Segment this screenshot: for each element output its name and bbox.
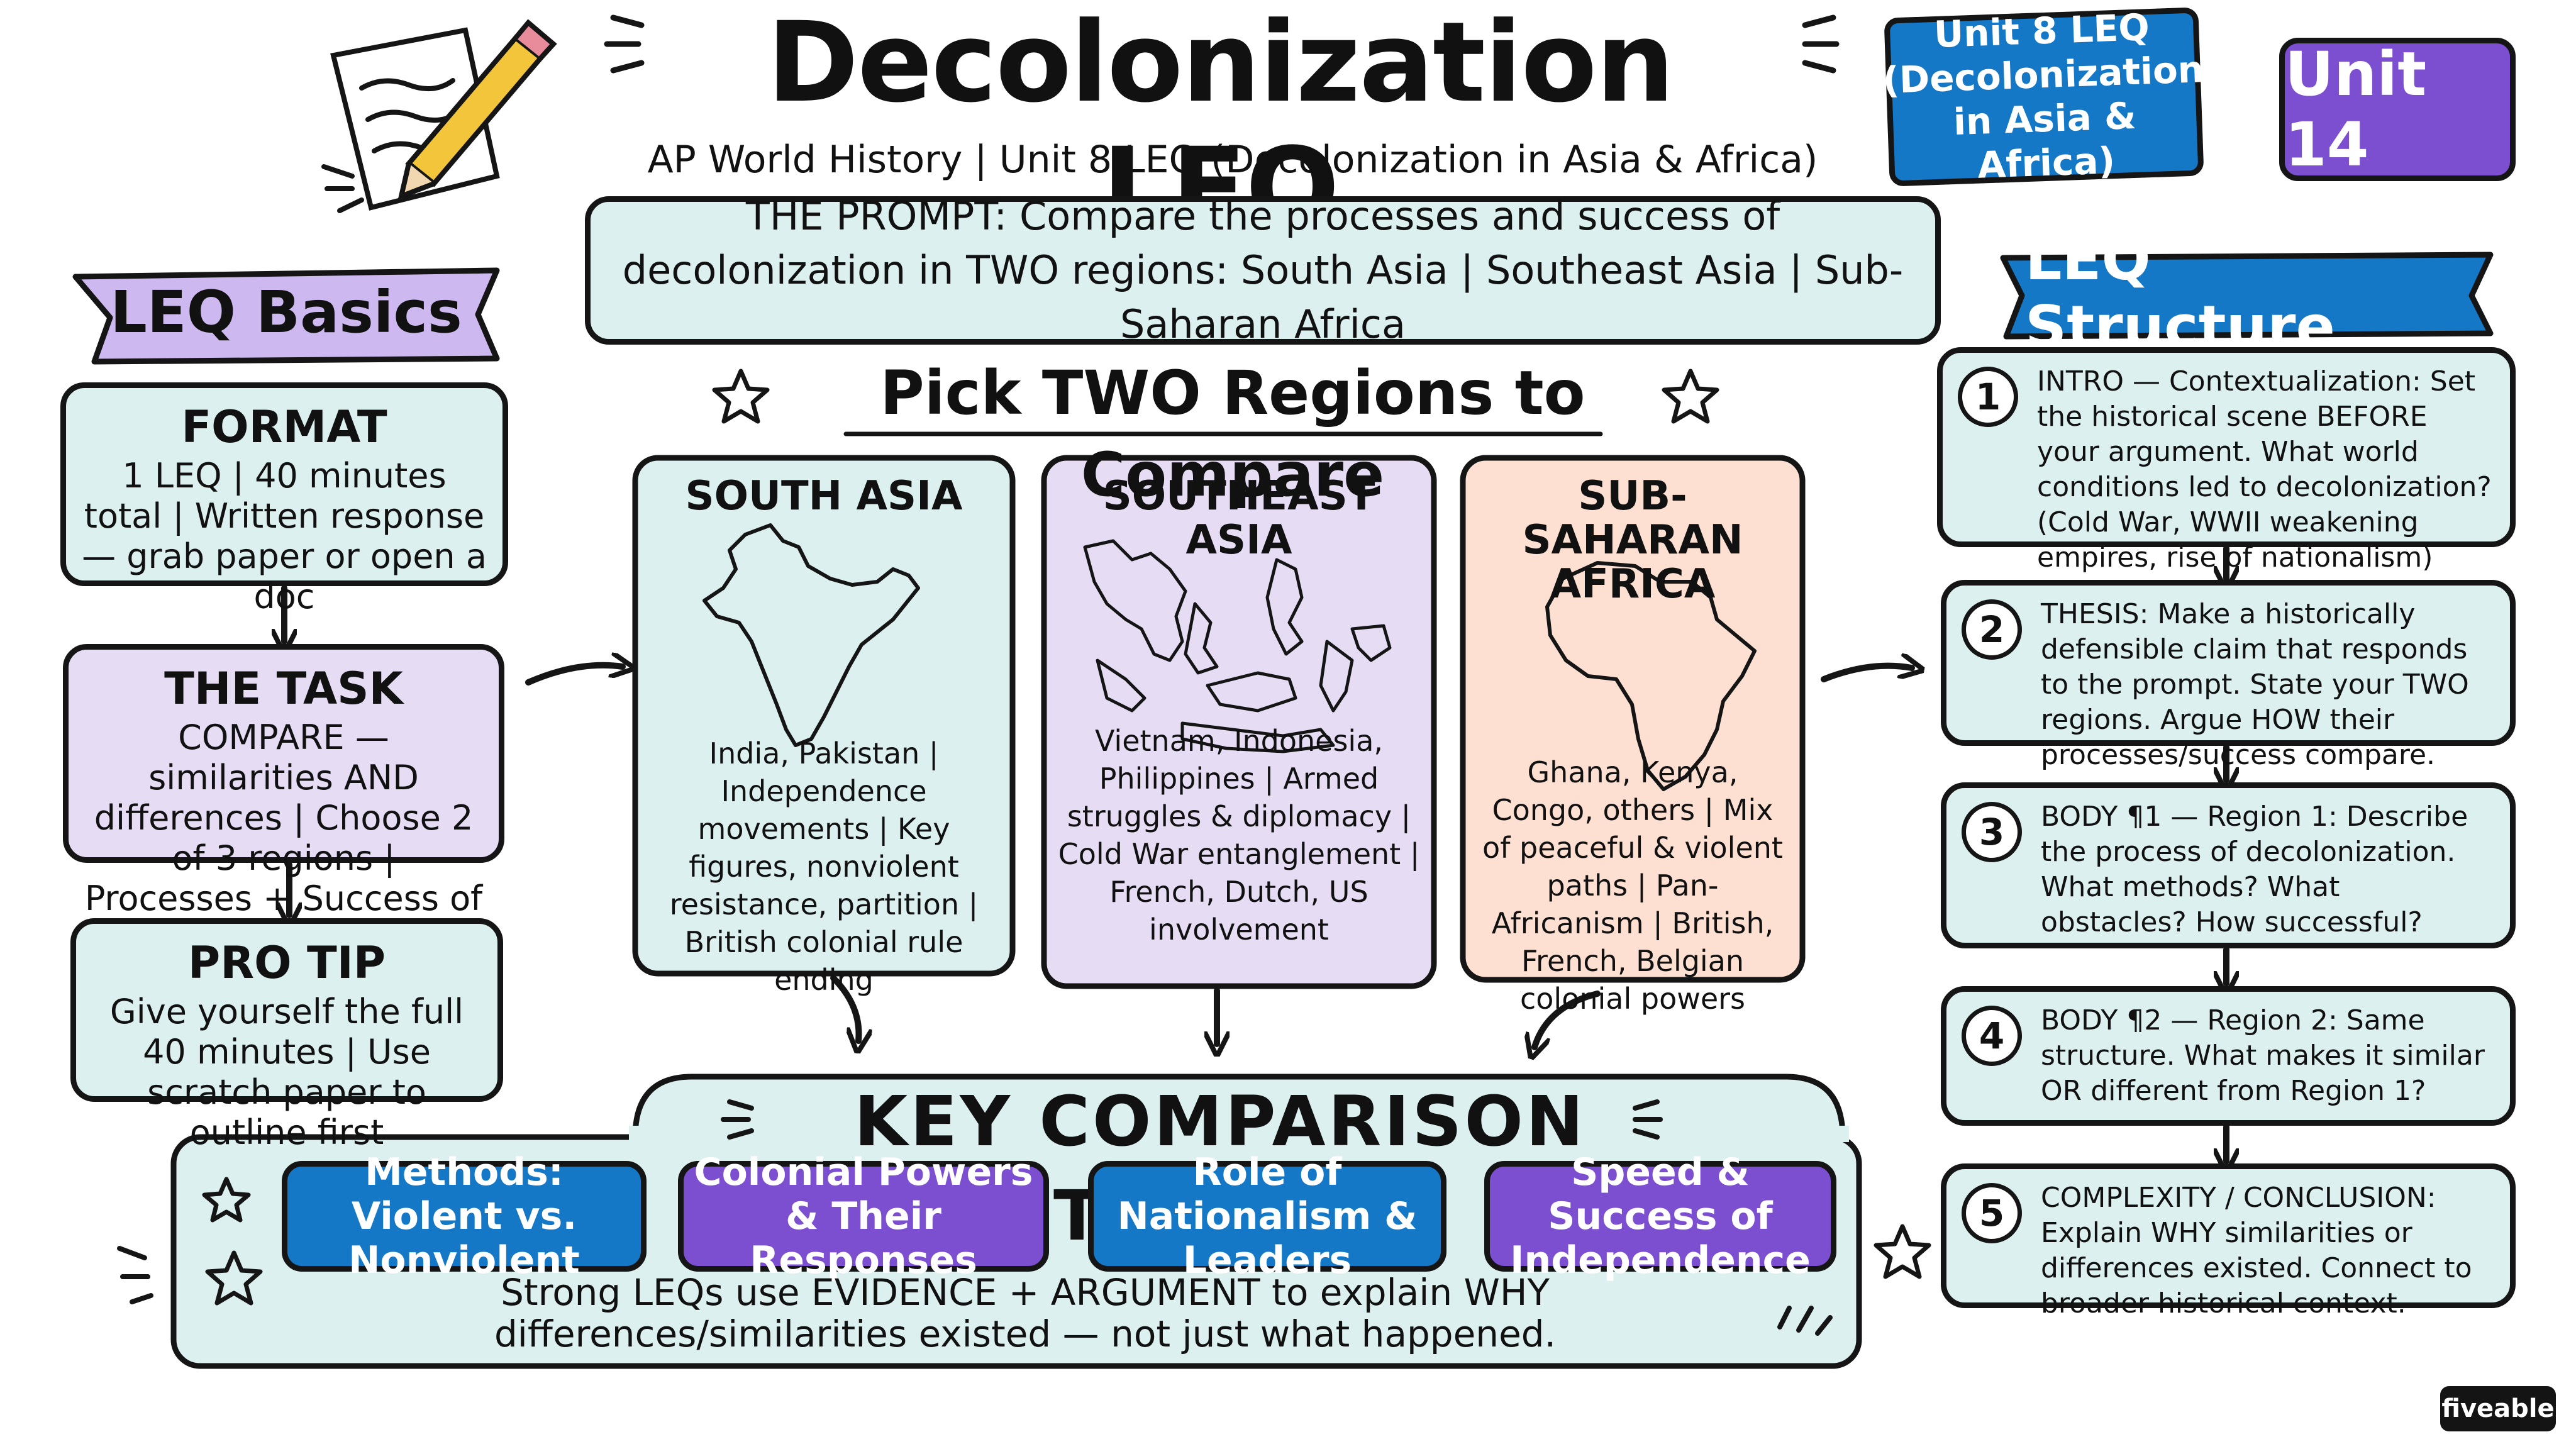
prompt-text: THE PROMPT: Compare the processes and su… xyxy=(622,193,1904,347)
arrow-right xyxy=(1821,666,1912,682)
step-number: 3 xyxy=(1962,802,2022,862)
theme-pill-nationalism: Role of Nationalism & Leaders xyxy=(1088,1150,1446,1282)
fiveable-logo: fiveable xyxy=(2440,1386,2556,1431)
region-text: Vietnam, Indonesia, Philippines | Armed … xyxy=(1058,724,1420,947)
format-card: FORMAT 1 LEQ | 40 minutes total | Writte… xyxy=(60,382,508,616)
format-title: FORMAT xyxy=(181,401,387,453)
theme-label: Methods: Violent vs. Nonviolent xyxy=(348,1150,580,1282)
task-card: THE TASK COMPARE — similarities AND diff… xyxy=(63,644,504,958)
pick-regions-heading: Pick TWO Regions to Compare xyxy=(880,358,1585,510)
step-text: BODY ¶2 — Region 2: Same structure. What… xyxy=(2041,1004,2485,1107)
page-title: Decolonization LEQ xyxy=(767,0,1674,253)
protip-title: PRO TIP xyxy=(187,937,386,989)
unit14-badge: Unit 14 xyxy=(2279,38,2516,181)
step-text: BODY ¶1 — Region 1: Describe the process… xyxy=(2041,801,2468,938)
region-title: SUB-SAHARAN AFRICA xyxy=(1522,473,1743,608)
theme-label: Role of Nationalism & Leaders xyxy=(1117,1150,1418,1282)
region-text: Ghana, Kenya, Congo, others | Mix of pea… xyxy=(1482,755,1783,1016)
region-card-southeast-asia: SOUTHEAST ASIA Vietnam, Indonesia, Phili… xyxy=(1044,458,1434,986)
structure-step-body1: 3 BODY ¶1 — Region 1: Describe the proce… xyxy=(1941,782,2516,948)
region-card-sub-saharan-africa: SUB-SAHARAN AFRICA Ghana, Kenya, Congo, … xyxy=(1463,458,1802,1016)
page-subtitle: AP World History | Unit 8 LEQ (Decoloniz… xyxy=(647,138,1818,182)
theme-label: Colonial Powers & Their Responses xyxy=(694,1150,1033,1282)
basics-ribbon-label: LEQ Basics xyxy=(110,278,462,346)
theme-label: Speed & Success of Independence xyxy=(1510,1150,1811,1282)
structure-step-intro: 1 INTRO — Contextualization: Set the his… xyxy=(1937,347,2516,574)
theme-pill-methods: Methods: Violent vs. Nonviolent xyxy=(282,1150,647,1282)
logo-text: fiveable xyxy=(2441,1394,2555,1423)
notepad-pencil-icon xyxy=(321,19,557,213)
themes-note: Strong LEQs use EVIDENCE + ARGUMENT to e… xyxy=(494,1271,1557,1355)
step-text: COMPLEXITY / CONCLUSION: Explain WHY sim… xyxy=(2041,1182,2472,1319)
step-number: 5 xyxy=(1962,1183,2022,1243)
prompt-box: THE PROMPT: Compare the processes and su… xyxy=(585,193,1941,347)
region-text: India, Pakistan | Independence movements… xyxy=(669,736,979,997)
format-text: 1 LEQ | 40 minutes total | Written respo… xyxy=(82,456,487,616)
unit8-badge: Unit 8 LEQ (Decolonization in Asia & Afr… xyxy=(1882,6,2204,187)
region-card-south-asia: SOUTH ASIA India, Pakistan | Independenc… xyxy=(635,458,1013,997)
arrow-right xyxy=(525,665,623,686)
protip-text: Give yourself the full 40 minutes | Use … xyxy=(109,992,464,1152)
structure-step-body2: 4 BODY ¶2 — Region 2: Same structure. Wh… xyxy=(1941,986,2516,1126)
protip-card: PRO TIP Give yourself the full 40 minute… xyxy=(70,918,503,1152)
step-number: 1 xyxy=(1958,367,2018,427)
unit8-badge-label: Unit 8 LEQ (Decolonization in Asia & Afr… xyxy=(1882,6,2205,187)
step-text: INTRO — Contextualization: Set the histo… xyxy=(2037,365,2492,574)
unit14-badge-label: Unit 14 xyxy=(2285,39,2427,180)
structure-step-conclusion: 5 COMPLEXITY / CONCLUSION: Explain WHY s… xyxy=(1941,1163,2516,1319)
step-number: 2 xyxy=(1962,599,2022,660)
task-title: THE TASK xyxy=(164,663,403,714)
theme-pill-speed-success: Speed & Success of Independence xyxy=(1484,1150,1836,1282)
structure-step-thesis: 2 THESIS: Make a historically defensible… xyxy=(1941,580,2516,771)
region-title: SOUTH ASIA xyxy=(685,473,963,519)
theme-pill-colonial-powers: Colonial Powers & Their Responses xyxy=(678,1150,1049,1282)
step-number: 4 xyxy=(1962,1006,2022,1066)
structure-ribbon-label: LEQ Structure xyxy=(2025,226,2335,360)
step-text: THESIS: Make a historically defensible c… xyxy=(2041,598,2469,771)
region-title: SOUTHEAST ASIA xyxy=(1102,473,1375,564)
